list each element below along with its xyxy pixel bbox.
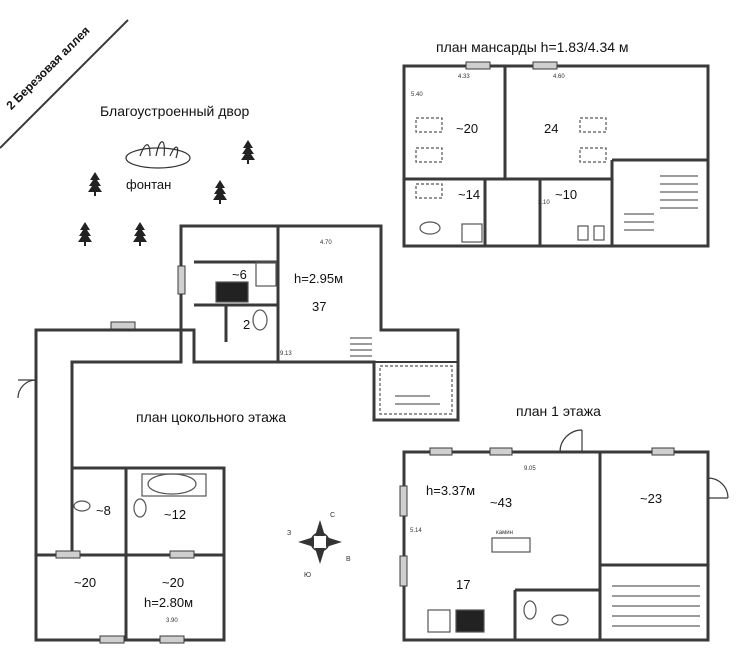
first-floor-plan [402,450,710,642]
basement-dim-1: 4.70 [320,240,332,246]
attic-dim-3: 5.40 [411,92,423,98]
basement-room-5: ~12 [164,507,187,522]
first-floor-room-2: ~23 [640,491,663,506]
first-floor-dim-1: 9.05 [524,466,536,472]
attic-plan [402,64,710,248]
first-floor-room-1: ~43 [490,495,513,510]
attic-plan-title: план мансарды h=1.83/4.34 м [436,39,629,55]
first-floor-height: h=3.37м [426,483,476,498]
attic-dim-2: 4.60 [553,74,565,80]
attic-room-4: ~10 [555,187,578,202]
basement-room-4: ~8 [96,503,111,518]
basement-plan-title: план цокольного этажа [136,409,287,425]
basement-room-3: 2 [243,317,251,332]
fireplace-label: камин [496,530,513,536]
compass-west: З [287,530,292,537]
first-floor-dim-2: 5.14 [410,528,422,534]
basement-height-2: h=2.80м [144,595,194,610]
basement-room-7: ~20 [162,575,185,590]
attic-room-3: ~14 [458,187,481,202]
attic-room-1: ~20 [456,121,479,136]
compass-south: Ю [304,572,312,579]
attic-dim-1: 4.33 [458,74,470,80]
basement-height: h=2.95м [294,271,344,286]
attic-room-2: 24 [544,121,559,136]
basement-room-6: ~20 [74,575,97,590]
basement-room-1: ~6 [232,267,247,282]
compass-north: С [330,512,336,519]
basement-dim-3: 3.90 [166,618,178,624]
courtyard-label: Благоустроенный двор [100,103,250,119]
first-floor-room-3: 17 [456,577,471,592]
basement-dim-2: 9.13 [280,351,292,357]
fountain-icon [125,141,191,169]
compass-east: В [346,556,351,563]
compass-icon [298,520,342,564]
attic-dim-4: 3.10 [538,200,550,206]
fountain-label: фонтан [126,177,172,192]
first-floor-title: план 1 этажа [516,403,601,419]
basement-room-2: 37 [312,299,327,314]
